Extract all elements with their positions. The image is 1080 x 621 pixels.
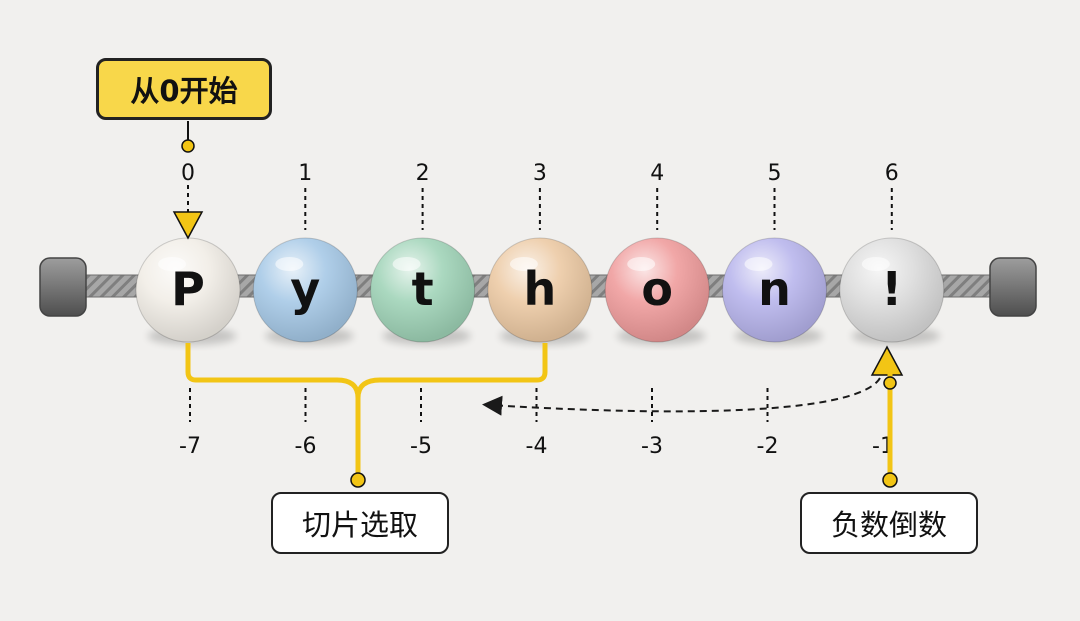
bead-0: P [135,237,241,345]
start-pointer [172,121,204,240]
bead-char: P [171,262,205,316]
bead-3: h [487,237,593,345]
start-from-zero-callout: 从0开始 [96,58,272,120]
bead-4: o [604,237,710,345]
right-end-cap [989,257,1037,317]
negative-index-label: -2 [757,434,779,459]
bead-2: t [370,237,476,345]
bead-5: n [722,237,827,345]
positive-index-label: 3 [533,161,547,186]
bead-char: n [758,262,791,316]
negative-index-label: -5 [410,434,432,459]
negative-index-label: -3 [641,434,663,459]
bead-6: ! [839,237,945,345]
reverse-direction-arrow [482,377,881,416]
labels-layer: 0-71-62-53-44-35-26-1 [179,161,899,459]
positive-index-label: 5 [768,161,782,186]
negative-index-label: -4 [526,434,548,459]
negative-index-label: -6 [295,434,317,459]
bead-char: o [641,262,673,316]
bead-char: h [524,262,557,316]
negative-index-label: -7 [179,434,201,459]
positive-index-label: 2 [416,161,430,186]
bead-char: y [290,262,320,316]
left-end-cap [39,257,87,317]
positive-index-label: 4 [650,161,664,186]
slice-bracket [185,343,548,488]
positive-index-label: 1 [298,161,312,186]
slice-selection-callout: 切片选取 [271,492,449,554]
negative-pointer [870,345,904,488]
bead-char: ! [881,262,902,316]
bead-char: t [412,262,434,316]
negative-countdown-callout: 负数倒数 [800,492,978,554]
positive-index-label: 6 [885,161,899,186]
bead-1: y [252,237,358,345]
positive-index-label: 0 [181,161,195,186]
